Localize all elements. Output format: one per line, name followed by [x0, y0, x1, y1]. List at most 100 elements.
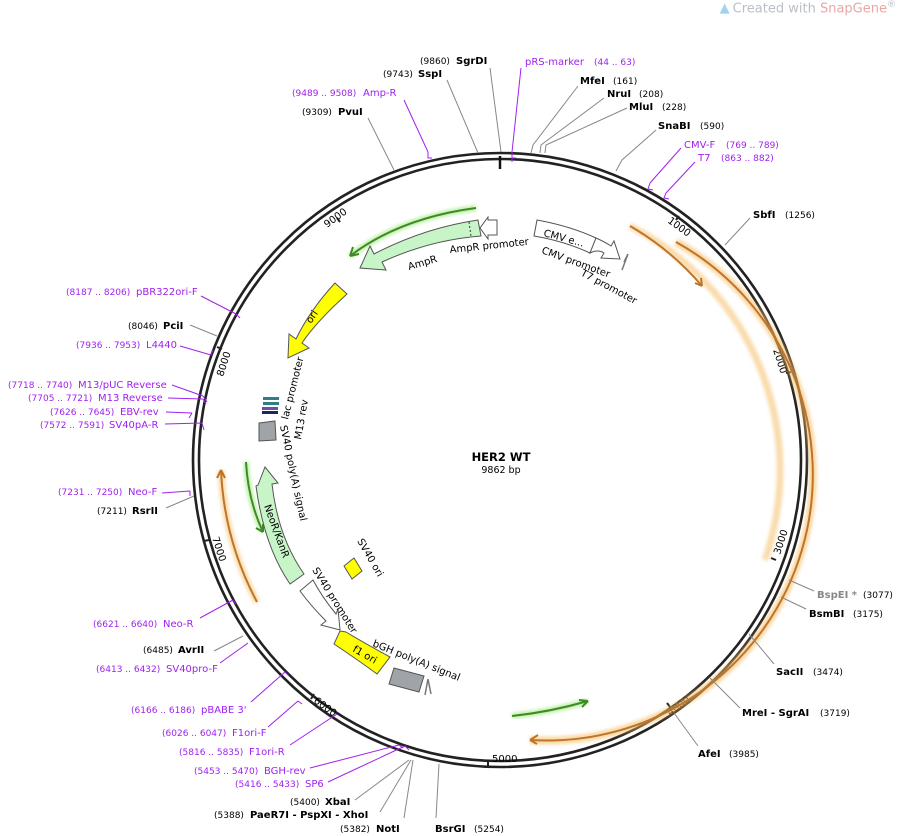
- primer-pos: (7936 .. 7953): [76, 341, 140, 351]
- primer-label: M13/pUC Reverse: [78, 380, 167, 391]
- primer-label: BGH-rev: [264, 766, 306, 777]
- primer-pos: (6166 .. 6186): [131, 706, 195, 716]
- site-label: PvuI: [338, 107, 363, 118]
- site-pos: (9309): [302, 108, 332, 118]
- site-pos: (9743): [383, 70, 413, 80]
- watermark-brand: SnapGene: [819, 1, 887, 17]
- primer-label: Neo-R: [163, 619, 194, 630]
- plasmid-title: HER2 WT 9862 bp: [472, 450, 531, 476]
- primer-pos: (769 .. 789): [726, 141, 779, 151]
- primer-pos: (7572 .. 7591): [40, 421, 104, 431]
- snapgene-logo-icon: ▲: [719, 1, 730, 17]
- primer-pos: (7231 .. 7250): [58, 488, 122, 498]
- watermark-prefix: Created with: [732, 1, 816, 17]
- primer-pos: (7705 .. 7721): [28, 394, 92, 404]
- primer-pos: (5816 .. 5835): [179, 748, 243, 758]
- site-label: XbaI: [325, 797, 350, 808]
- site-pos: (228): [662, 103, 686, 113]
- site-label: MfeI: [580, 76, 605, 87]
- feature-ori: ori: [287, 282, 348, 359]
- feature-orange-outer: [628, 222, 784, 562]
- site-pos: (1256): [785, 211, 815, 221]
- site-pos: (5254): [474, 825, 504, 835]
- site-pos: (3719): [820, 709, 850, 719]
- plasmid-name: HER2 WT: [472, 450, 531, 464]
- site-label: SspI: [418, 69, 442, 80]
- site-pos: (3175): [853, 610, 883, 620]
- site-label: BspEI *: [817, 590, 858, 601]
- feature-bgh-polya: bGH poly(A) signal: [371, 639, 462, 696]
- primer-pos: (7718 .. 7740): [8, 381, 72, 391]
- site-pos: (161): [613, 77, 637, 87]
- plasmid-size: 9862 bp: [481, 465, 520, 476]
- feature-orange-left: [216, 469, 261, 604]
- primer-label: pBABE 3': [201, 705, 247, 716]
- site-pos: (3474): [813, 668, 843, 678]
- primer-pos: (9489 .. 9508): [292, 89, 356, 99]
- site-label: BsmBI: [809, 609, 844, 620]
- primer-label: Amp-R: [363, 88, 397, 99]
- site-label: SacII: [776, 667, 803, 678]
- primer-label: T7: [697, 153, 710, 164]
- site-label: BsrGI: [435, 824, 465, 835]
- site-label: NruI: [607, 89, 631, 100]
- site-pos: (5382): [340, 825, 370, 835]
- site-label: PaeR7I - PspXI - XhoI: [250, 810, 368, 821]
- feature-orange-long: [529, 238, 817, 745]
- site-pos: (7211): [97, 507, 127, 517]
- primers: pRS-marker (44 .. 63) (9489 .. 9508) Amp…: [8, 57, 779, 790]
- site-pos: (6485): [143, 646, 173, 656]
- site-pos: (5388): [214, 811, 244, 821]
- tick-label: 9000: [322, 207, 349, 231]
- primer-pos: (7626 .. 7645): [50, 408, 114, 418]
- site-label: RsrII: [132, 506, 158, 517]
- feature-sv40-ori: SV40 ori: [343, 537, 385, 580]
- backbone: [191, 151, 809, 769]
- primer-label: SP6: [305, 779, 324, 790]
- ampr-label: AmpR: [407, 254, 439, 273]
- m13-rev-label: M13 rev: [293, 399, 311, 441]
- primer-label: CMV-F: [684, 140, 715, 151]
- primer-pos: (863 .. 882): [721, 154, 774, 164]
- feature-green-top: [348, 205, 477, 259]
- site-label: NotI: [376, 824, 400, 835]
- site-pos: (208): [639, 90, 663, 100]
- site-label: SbfI: [753, 210, 775, 221]
- site-pos: (590): [700, 122, 724, 132]
- primer-pos: (44 .. 63): [594, 58, 635, 68]
- primer-label: SV40pro-F: [166, 664, 218, 675]
- tick-label: 5000: [492, 754, 517, 765]
- site-label: MluI: [629, 102, 653, 113]
- primer-label: SV40pA-R: [109, 420, 158, 431]
- primer-label: pBR322ori-F: [136, 287, 198, 298]
- feature-green-left: [243, 461, 266, 534]
- site-pos: (9860): [420, 57, 450, 67]
- restriction-sites: (9860) SgrDI (9743) SspI (9309) PvuI Mfe…: [97, 56, 893, 835]
- primer-label: EBV-rev: [120, 407, 159, 418]
- site-pos: (3077): [863, 591, 893, 601]
- site-label: SgrDI: [456, 56, 487, 67]
- primer-label: F1ori-R: [249, 747, 285, 758]
- site-label: AfeI: [698, 749, 721, 760]
- watermark-reg: ®: [887, 0, 896, 10]
- site-label: AvrII: [178, 645, 204, 656]
- site-label: MreI - SgrAI: [742, 708, 809, 719]
- feature-green-bottom: [511, 698, 589, 719]
- primer-label: L4440: [146, 340, 177, 351]
- primer-pos: (6413 .. 6432): [96, 665, 160, 675]
- site-label: SnaBI: [658, 121, 690, 132]
- primer-pos: (8187 .. 8206): [66, 288, 130, 298]
- primer-pos: (5416 .. 5433): [235, 780, 299, 790]
- site-pos: (8046): [128, 322, 158, 332]
- ampr-promoter-label: AmpR promoter: [449, 237, 530, 256]
- primer-pos: (6026 .. 6047): [162, 729, 226, 739]
- site-label: PciI: [163, 321, 183, 332]
- primer-label: M13 Reverse: [98, 393, 163, 404]
- primer-label: Neo-F: [128, 487, 158, 498]
- watermark: ▲Created with SnapGene®: [720, 0, 896, 16]
- site-pos: (5400): [290, 798, 320, 808]
- primer-pos: (5453 .. 5470): [194, 767, 258, 777]
- primer-label: F1ori-F: [232, 728, 267, 739]
- primer-label: pRS-marker: [525, 57, 585, 68]
